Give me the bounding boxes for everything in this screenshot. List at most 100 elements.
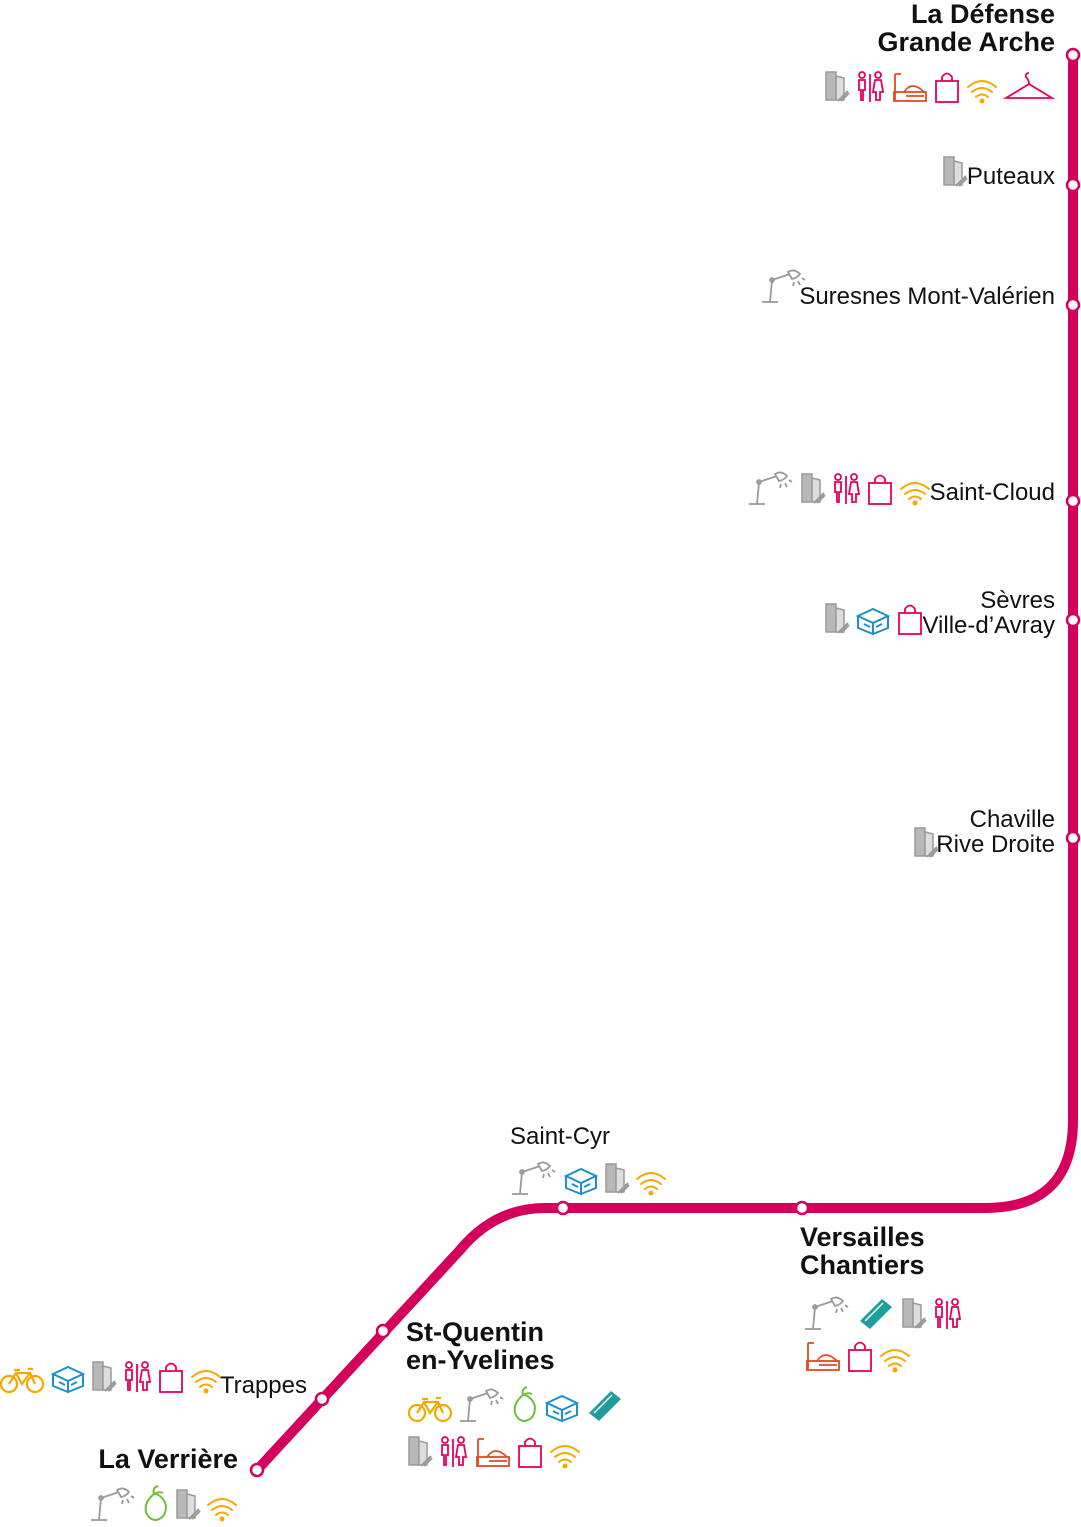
station-dot-la-defense[interactable]: [1065, 47, 1081, 63]
lamp-icon: [458, 1387, 506, 1428]
station-label-puteaux[interactable]: Puteaux: [967, 164, 1055, 189]
navigo-card-icon: [856, 1295, 896, 1336]
station-label-suresnes[interactable]: Suresnes Mont-Valérien: [799, 284, 1055, 309]
station-label-saint-cyr[interactable]: Saint-Cyr: [510, 1124, 610, 1149]
station-dot-trappes[interactable]: [314, 1391, 330, 1407]
ticket-machine-icon: [407, 1435, 433, 1474]
lamp-icon: [89, 1486, 137, 1527]
accessible-toilets-icon: [122, 1360, 152, 1399]
wifi-icon: [879, 1347, 911, 1378]
station-name-line: Versailles: [800, 1222, 925, 1252]
lamp-icon: [760, 268, 808, 309]
station-dot-saint-cloud[interactable]: [1065, 493, 1081, 509]
station-amenities-puteaux: [942, 155, 968, 194]
station-name-line: en-Yvelines: [406, 1345, 555, 1376]
station-amenities-la-verriere: [89, 1484, 238, 1527]
shop-icon: [866, 472, 894, 511]
parcel-locker-icon: [563, 1166, 599, 1201]
station-name-line: La Verrière: [98, 1444, 238, 1474]
station-name-line: Chantiers: [800, 1250, 925, 1281]
station-name-line: Saint-Cloud: [929, 479, 1055, 506]
station-name-line: Grande Arche: [877, 27, 1055, 58]
parcel-locker-icon: [855, 606, 891, 641]
ticket-machine-icon: [824, 70, 850, 109]
wifi-icon: [206, 1496, 238, 1527]
station-name-line: Rive Droite: [936, 831, 1055, 859]
station-amenities-chaville: [913, 826, 939, 865]
accessible-toilets-icon: [831, 472, 861, 511]
lamp-icon: [510, 1160, 558, 1201]
ticket-machine-icon: [824, 602, 850, 641]
station-amenities-trappes: [0, 1360, 222, 1399]
station-amenities-versailles: [803, 1295, 962, 1336]
lamp-icon: [803, 1295, 851, 1336]
rail-track: [252, 50, 1078, 1475]
station-amenities-sevres: [824, 602, 924, 641]
station-name-line: Saint-Cyr: [510, 1123, 611, 1150]
station-dot-st-quentin[interactable]: [375, 1323, 391, 1339]
station-name-line: Puteaux: [966, 163, 1055, 190]
station-dot-puteaux[interactable]: [1065, 177, 1081, 193]
station-dot-suresnes[interactable]: [1065, 297, 1081, 313]
food-icon: [473, 1435, 511, 1474]
station-amenities-suresnes: [760, 268, 808, 309]
ticket-machine-icon: [604, 1162, 630, 1201]
station-amenities-versailles: [803, 1339, 911, 1378]
wifi-icon: [899, 480, 931, 511]
station-name-line: La Défense: [910, 0, 1055, 29]
ticket-machine-icon: [175, 1488, 201, 1527]
bike-icon: [407, 1393, 453, 1428]
wifi-icon: [549, 1443, 581, 1474]
station-name-line: Sèvres: [980, 587, 1055, 614]
station-dot-la-verriere[interactable]: [249, 1462, 265, 1478]
ticket-machine-icon: [942, 155, 968, 194]
vegetable-icon: [511, 1385, 539, 1428]
wifi-icon: [966, 78, 998, 109]
accessible-toilets-icon: [932, 1297, 962, 1336]
ticket-machine-icon: [901, 1297, 927, 1336]
station-name-line: Chaville: [969, 806, 1055, 833]
accessible-toilets-icon: [438, 1435, 468, 1474]
station-dot-saint-cyr[interactable]: [555, 1200, 571, 1216]
ticket-machine-icon: [800, 472, 826, 511]
lamp-icon: [747, 470, 795, 511]
station-dot-versailles[interactable]: [794, 1200, 810, 1216]
shop-icon: [157, 1360, 185, 1399]
station-amenities-saint-cloud: [747, 470, 931, 511]
accessible-toilets-icon: [855, 70, 885, 109]
vegetable-icon: [142, 1484, 170, 1527]
shop-icon: [933, 70, 961, 109]
navigo-card-icon: [585, 1387, 625, 1428]
station-name-line: Trappes: [219, 1372, 307, 1399]
shop-icon: [516, 1435, 544, 1474]
bike-icon: [0, 1364, 45, 1399]
station-label-la-verriere[interactable]: La Verrière: [98, 1444, 238, 1474]
station-dot-sevres[interactable]: [1065, 612, 1081, 628]
ticket-machine-icon: [913, 826, 939, 865]
ticket-machine-icon: [91, 1360, 117, 1399]
station-label-saint-cloud[interactable]: Saint-Cloud: [930, 480, 1055, 505]
parcel-locker-icon: [50, 1364, 86, 1399]
station-name-line: Ville-d’Avray: [922, 612, 1055, 640]
parcel-locker-icon: [544, 1393, 580, 1428]
station-amenities-st-quentin: [407, 1385, 625, 1428]
station-label-trappes[interactable]: Trappes: [220, 1373, 307, 1398]
wifi-icon: [635, 1170, 667, 1201]
shop-icon: [896, 602, 924, 641]
station-name-line: St-Quentin: [406, 1317, 544, 1347]
station-amenities-saint-cyr: [510, 1160, 667, 1201]
hanger-icon: [1002, 70, 1056, 109]
station-amenities-la-defense: [824, 70, 1056, 109]
station-amenities-st-quentin: [407, 1435, 581, 1474]
shop-icon: [846, 1339, 874, 1378]
wifi-icon: [190, 1368, 222, 1399]
station-name-line: Suresnes Mont-Valérien: [799, 283, 1055, 310]
food-icon: [803, 1339, 841, 1378]
station-dot-chaville[interactable]: [1065, 830, 1081, 846]
